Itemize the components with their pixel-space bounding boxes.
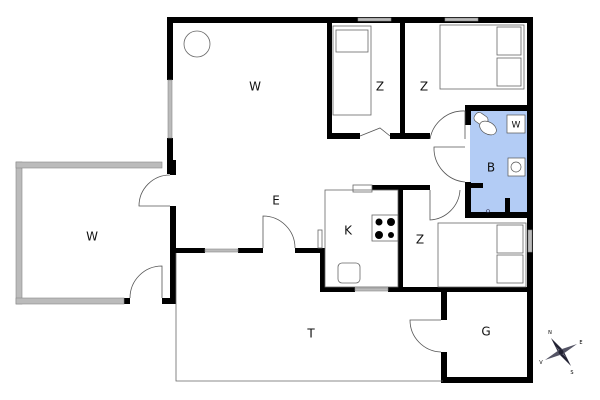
- burner: [388, 232, 394, 238]
- room-label-terrace: T: [306, 327, 315, 341]
- room-labels: W Z Z W B E K Z W T G: [86, 80, 520, 341]
- compass-e: E: [579, 340, 582, 346]
- thin-lines: [175, 184, 443, 382]
- double-bed-2: [437, 222, 527, 288]
- round-table: [183, 30, 211, 58]
- room-label-bathroom: B: [487, 161, 495, 175]
- burner: [375, 218, 383, 226]
- compass-rose-icon: N E S V: [539, 330, 582, 376]
- compass-s: S: [570, 370, 573, 376]
- room-label-kitchen: K: [344, 224, 353, 238]
- doors: [129, 110, 466, 353]
- compass-n: N: [548, 330, 552, 336]
- washer-box: [506, 114, 526, 134]
- windows: [15, 17, 533, 305]
- room-label-entrance: E: [272, 194, 280, 208]
- room-label-winter-garden: W: [86, 230, 98, 244]
- room-label-garage: G: [481, 325, 490, 339]
- walls: [124, 17, 533, 383]
- compass-w: V: [539, 360, 543, 366]
- sink: [337, 262, 361, 284]
- burner: [387, 218, 395, 226]
- single-bed: [332, 25, 372, 116]
- room-label-living: W: [249, 80, 261, 94]
- burner: [375, 231, 383, 239]
- room-label-bedroom-2: Z: [420, 80, 428, 94]
- room-label-bedroom-1: Z: [376, 80, 384, 94]
- room-label-bedroom-3: Z: [416, 233, 424, 247]
- furniture: [183, 24, 527, 288]
- room-label-washer: W: [512, 121, 521, 131]
- double-bed: [439, 24, 525, 90]
- washbasin: [507, 157, 526, 177]
